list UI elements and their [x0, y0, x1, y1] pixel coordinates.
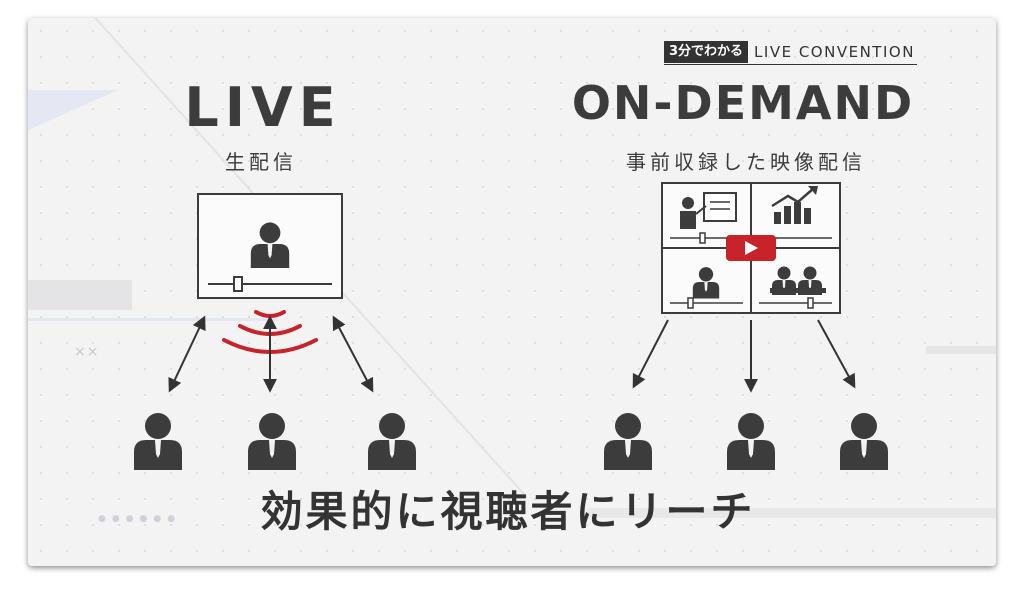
- decorative-x-marks: ××: [74, 344, 100, 360]
- decorative-blue-triangle: [28, 90, 118, 130]
- bar-chart-icon: [759, 186, 832, 239]
- brand-name: LIVE CONVENTION: [754, 43, 915, 61]
- live-viewers: [134, 413, 416, 470]
- live-monitor-icon: [197, 193, 343, 299]
- person-icon: [134, 413, 182, 470]
- tagline: 効果的に視聴者にリーチ: [260, 487, 756, 536]
- decorative-bar: [588, 508, 996, 518]
- decorative-bar: [28, 280, 132, 310]
- slide: ×× ●●●●●● 3分でわかる LIVE CONVENTION LIVE 生配…: [28, 18, 996, 566]
- decorative-dots: ●●●●●●: [98, 514, 182, 524]
- person-icon: [727, 413, 775, 470]
- diagram-illustration: [134, 182, 888, 470]
- live-title: LIVE: [184, 76, 342, 139]
- ondemand-title: ON-DEMAND: [571, 76, 915, 130]
- person-icon: [248, 413, 296, 470]
- ondemand-subtitle: 事前収録した映像配信: [626, 150, 866, 174]
- live-subtitle: 生配信: [225, 150, 297, 174]
- ondemand-viewers: [604, 413, 888, 470]
- brand-tag: 3分でわかる: [664, 41, 749, 63]
- brand-logo: 3分でわかる LIVE CONVENTION: [664, 40, 917, 65]
- live-arrows: [168, 315, 374, 393]
- person-icon: [368, 413, 416, 470]
- ondemand-arrows: [632, 319, 856, 393]
- person-icon: [604, 413, 652, 470]
- person-icon: [840, 413, 888, 470]
- ondemand-monitor-icon: [661, 182, 841, 314]
- decorative-bar: [926, 346, 996, 354]
- play-button-icon: [726, 235, 776, 261]
- decorative-bar: [28, 318, 278, 321]
